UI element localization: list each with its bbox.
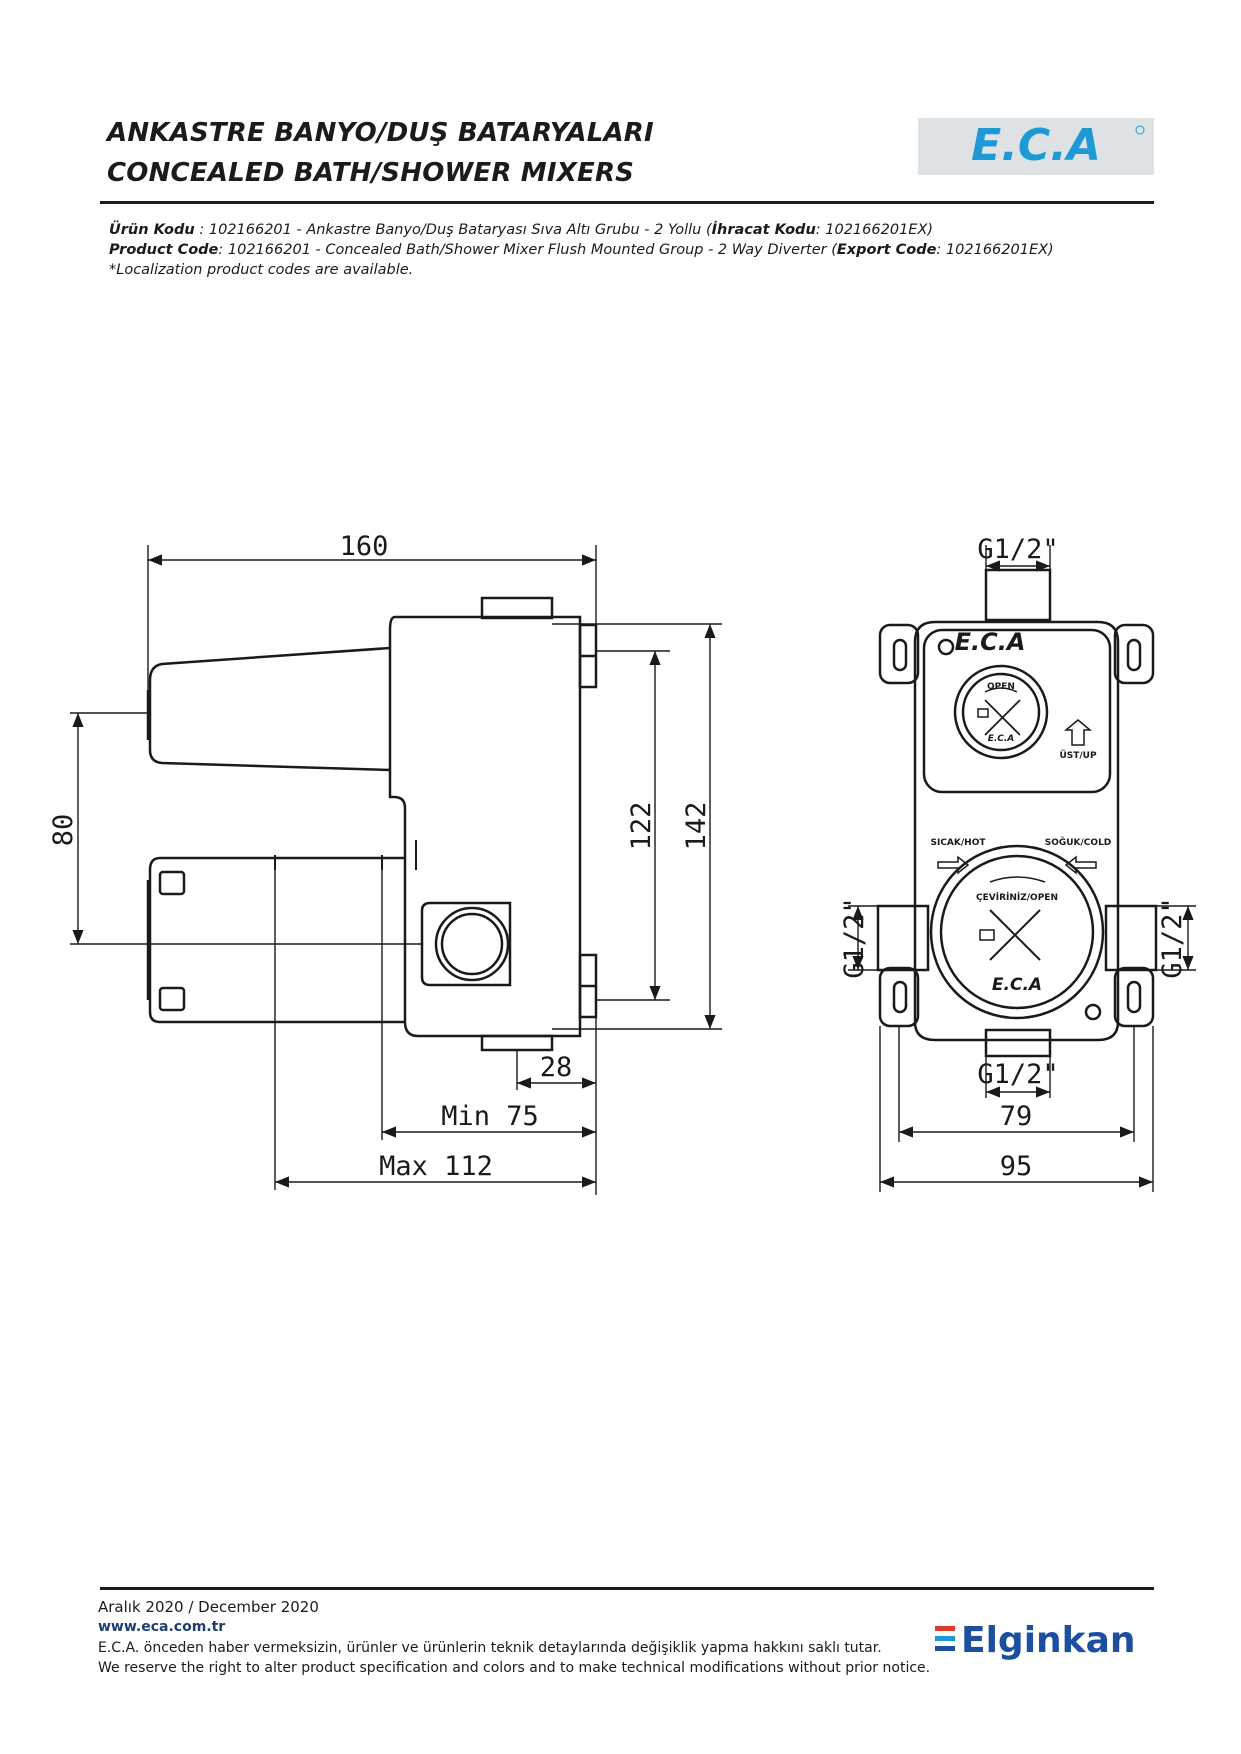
footer-url-link[interactable]: www.eca.com.tr: [98, 1619, 226, 1635]
page-title-tr: ANKASTRE BANYO/DUŞ BATARYALARI: [107, 118, 654, 148]
export-code-en-value: : 102166201EX): [936, 242, 1054, 258]
front-up-label: ÜST/UP: [1059, 750, 1097, 761]
product-code-tr-text: : 102166201 - Ankastre Banyo/Duş Batarya…: [194, 222, 712, 238]
localization-note: *Localization product codes are availabl…: [109, 262, 414, 278]
front-turn-open-label: ÇEVİRİNİZ/OPEN: [976, 892, 1058, 903]
dim-thread-bottom: G1/2": [977, 1059, 1058, 1090]
footer-note-tr: E.C.A. önceden haber vermeksizin, ürünle…: [98, 1640, 882, 1656]
dim-min-75: Min 75: [441, 1101, 539, 1132]
dim-width-95: 95: [1000, 1151, 1033, 1182]
export-code-tr-label: İhracat Kodu: [711, 222, 816, 238]
footer-date: Aralık 2020 / December 2020: [98, 1598, 319, 1616]
dim-height-122: 122: [626, 802, 657, 851]
front-cold-label: SOĞUK/COLD: [1045, 836, 1112, 848]
front-view-dimensions: [848, 545, 1196, 1192]
dim-thread-right: G1/2": [1157, 897, 1188, 978]
footer-rule: [100, 1587, 1154, 1590]
product-code-en-text: : 102166201 - Concealed Bath/Shower Mixe…: [218, 242, 837, 258]
product-code-tr: Ürün Kodu : 102166201 - Ankastre Banyo/D…: [109, 222, 933, 238]
dim-height-142: 142: [681, 802, 712, 851]
product-code-en: Product Code: 102166201 - Concealed Bath…: [109, 242, 1054, 258]
front-hot-label: SICAK/HOT: [931, 838, 987, 848]
product-code-en-label: Product Code: [109, 242, 219, 258]
front-view-dimension-labels: G1/2" G1/2" G1/2" G1/2" 79 95: [839, 534, 1188, 1182]
footer-note-en: We reserve the right to alter product sp…: [98, 1660, 931, 1676]
side-view: [146, 596, 598, 1052]
elginkan-bar-blue-2: [935, 1646, 955, 1651]
dim-thread-left: G1/2": [839, 897, 870, 978]
elginkan-bar-blue-1: [935, 1636, 955, 1641]
elginkan-bar-red: [935, 1626, 955, 1631]
front-knob-brand: E.C.A: [988, 734, 1015, 744]
elginkan-logo: Elginkan: [935, 1612, 1155, 1668]
dim-width-160: 160: [340, 531, 389, 562]
export-code-en-label: Export Code: [836, 242, 937, 258]
dim-max-112: Max 112: [379, 1151, 493, 1182]
elginkan-logo-text: Elginkan: [961, 1620, 1136, 1661]
dim-depth-28: 28: [540, 1052, 573, 1083]
front-open-label: OPEN: [987, 682, 1015, 692]
side-view-dimensions: [70, 545, 722, 1195]
eca-logo-text: E.C.A: [971, 120, 1101, 171]
front-view-labels: E.C.A OPEN E.C.A ÜST/UP SICAK/HOT SOĞUK/…: [931, 628, 1112, 995]
dim-width-79: 79: [1000, 1101, 1033, 1132]
dim-thread-top: G1/2": [977, 534, 1058, 565]
eca-logo: E.C.A: [918, 118, 1154, 175]
front-knob-brand-lower: E.C.A: [992, 975, 1042, 995]
front-view: [876, 568, 1158, 1058]
product-code-tr-label: Ürün Kodu: [109, 222, 195, 238]
export-code-tr-value: : 102166201EX): [815, 222, 934, 238]
header-rule: [100, 201, 1154, 204]
front-brand-label: E.C.A: [955, 628, 1026, 656]
side-view-dimension-labels: 160 80 122 142 28 Min 75 Max 112: [48, 531, 712, 1182]
dim-height-80: 80: [48, 814, 79, 847]
page-title-en: CONCEALED BATH/SHOWER MIXERS: [107, 158, 635, 188]
